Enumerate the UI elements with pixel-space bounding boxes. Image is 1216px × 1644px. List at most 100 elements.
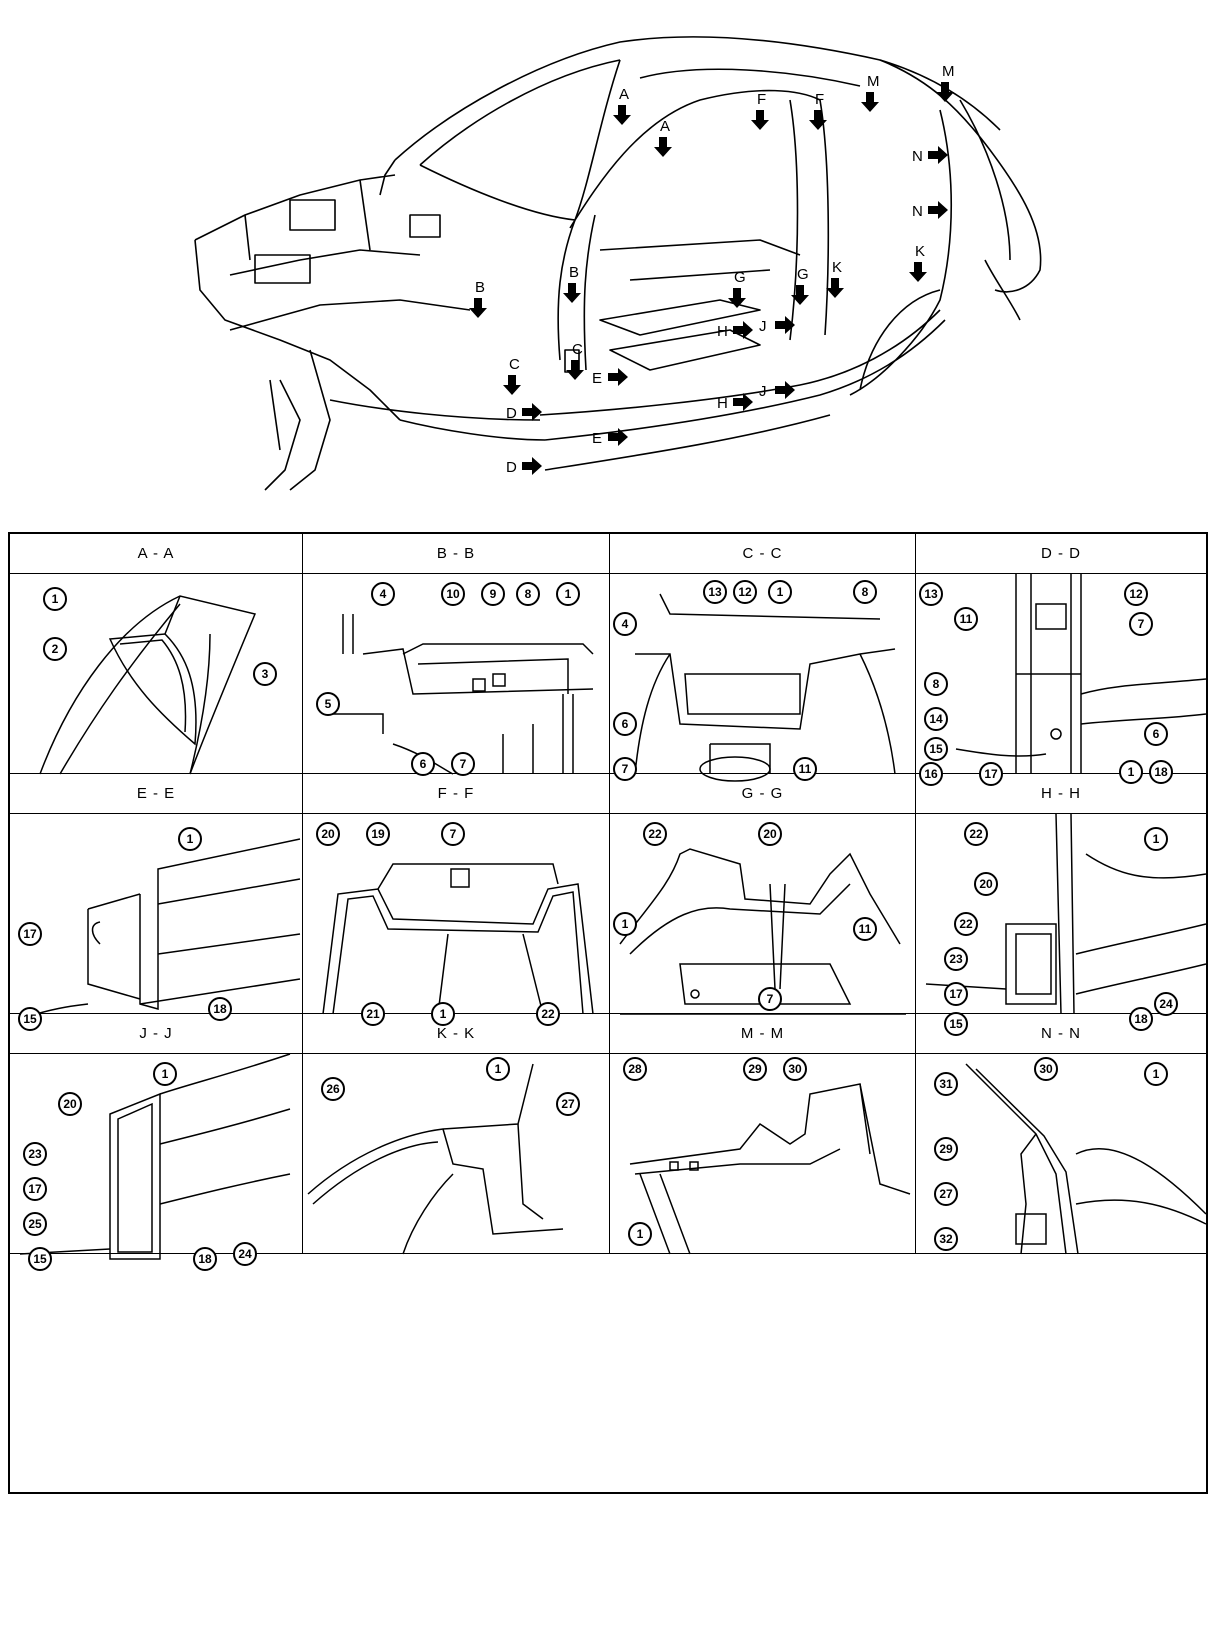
callout-number: 1 [495, 1062, 502, 1076]
callout-number: 22 [541, 1007, 555, 1021]
section-marker-label: A [660, 118, 670, 135]
part-callout: 18 [1129, 1007, 1153, 1031]
section-label: E - E [10, 774, 302, 814]
callout-number: 1 [440, 1007, 447, 1021]
section-label: F - F [303, 774, 609, 814]
callout-number: 17 [28, 1182, 42, 1196]
callout-circle-icon [643, 822, 667, 846]
section-marker-f: F [751, 91, 769, 130]
section-marker-a: A [613, 86, 631, 125]
callout-number: 1 [52, 592, 59, 606]
part-callout: 8 [924, 672, 948, 696]
callout-circle-icon [536, 1002, 560, 1026]
callout-circle-icon [18, 922, 42, 946]
part-callout: 19 [366, 822, 390, 846]
section-marker-g: G [791, 266, 809, 305]
callout-circle-icon [924, 737, 948, 761]
section-marker-f: F [809, 91, 827, 130]
part-callout: 32 [934, 1227, 958, 1251]
callout-circle-icon [613, 757, 637, 781]
callout-number: 21 [366, 1007, 380, 1021]
part-callout: 6 [613, 712, 637, 736]
callout-number: 15 [23, 1012, 37, 1026]
callout-number: 12 [738, 585, 752, 599]
callout-number: 1 [187, 832, 194, 846]
callout-number: 9 [490, 587, 497, 601]
section-marker-m: M [936, 63, 955, 102]
callout-number: 15 [949, 1017, 963, 1031]
callout-number: 15 [929, 742, 943, 756]
callout-circle-icon [758, 822, 782, 846]
section-marker-label: D [506, 405, 517, 422]
part-callout: 15 [944, 1012, 968, 1036]
callout-number: 28 [628, 1062, 642, 1076]
section-marker-k: K [909, 243, 927, 282]
callout-number: 11 [859, 922, 872, 936]
callout-circle-icon [481, 582, 505, 606]
part-callout: 18 [1149, 760, 1173, 784]
section-marker-label: M [942, 63, 955, 80]
part-callout: 25 [23, 1212, 47, 1236]
part-callout: 27 [934, 1182, 958, 1206]
part-callout: 4 [371, 582, 395, 606]
part-callout: 31 [934, 1072, 958, 1096]
callout-circle-icon [1144, 1062, 1168, 1086]
section-marker-label: C [509, 356, 520, 373]
callout-circle-icon [43, 637, 67, 661]
callout-circle-icon [1124, 582, 1148, 606]
callout-number: 20 [63, 1097, 77, 1111]
callout-number: 10 [446, 587, 460, 601]
part-callout: 20 [58, 1092, 82, 1116]
section-marker-label: K [915, 243, 925, 260]
section-marker-label: B [569, 264, 579, 281]
part-callout: 1 [628, 1222, 652, 1246]
callout-circle-icon [1144, 827, 1168, 851]
callout-number: 22 [648, 827, 662, 841]
part-callout: 12 [733, 580, 757, 604]
callout-number: 19 [371, 827, 385, 841]
callout-number: 18 [198, 1252, 212, 1266]
callout-number: 17 [23, 927, 37, 941]
section-marker-g: G [728, 269, 746, 308]
callout-circle-icon [743, 1057, 767, 1081]
callout-circle-icon [28, 1247, 52, 1271]
callout-number: 25 [28, 1217, 42, 1231]
part-callout: 1 [486, 1057, 510, 1081]
callout-number: 18 [1154, 765, 1168, 779]
section-marker-c: C [566, 341, 584, 380]
callout-circle-icon [853, 580, 877, 604]
section-arrow-icon [608, 428, 628, 446]
callout-circle-icon [964, 822, 988, 846]
section-marker-label: D [506, 459, 517, 476]
part-callout: 12 [1124, 582, 1148, 606]
section-marker-label: H [717, 395, 728, 412]
part-callout: 11 [954, 607, 978, 631]
callout-circle-icon [934, 1137, 958, 1161]
part-callout: 9 [481, 582, 505, 606]
callout-circle-icon [934, 1182, 958, 1206]
part-callout: 1 [1144, 827, 1168, 851]
section-arrow-icon [751, 110, 769, 130]
part-callout: 7 [441, 822, 465, 846]
part-callout: 15 [18, 1007, 42, 1031]
callout-number: 30 [788, 1062, 802, 1076]
section-arrow-icon [775, 316, 795, 334]
section-arrow-icon [928, 201, 948, 219]
callout-number: 7 [450, 827, 457, 841]
part-callout: 1 [1144, 1062, 1168, 1086]
section-label: C - C [610, 534, 915, 574]
section-marker-label: G [734, 269, 746, 286]
part-callout: 20 [758, 822, 782, 846]
section-marker-n: N [912, 146, 948, 165]
part-callout: 18 [193, 1247, 217, 1271]
section-marker-e: E [592, 368, 628, 387]
callout-number: 7 [767, 992, 774, 1006]
callout-circle-icon [1129, 612, 1153, 636]
section-arrow-icon [928, 146, 948, 164]
section-arrow-icon [503, 375, 521, 395]
section-arrow-icon [654, 137, 672, 157]
